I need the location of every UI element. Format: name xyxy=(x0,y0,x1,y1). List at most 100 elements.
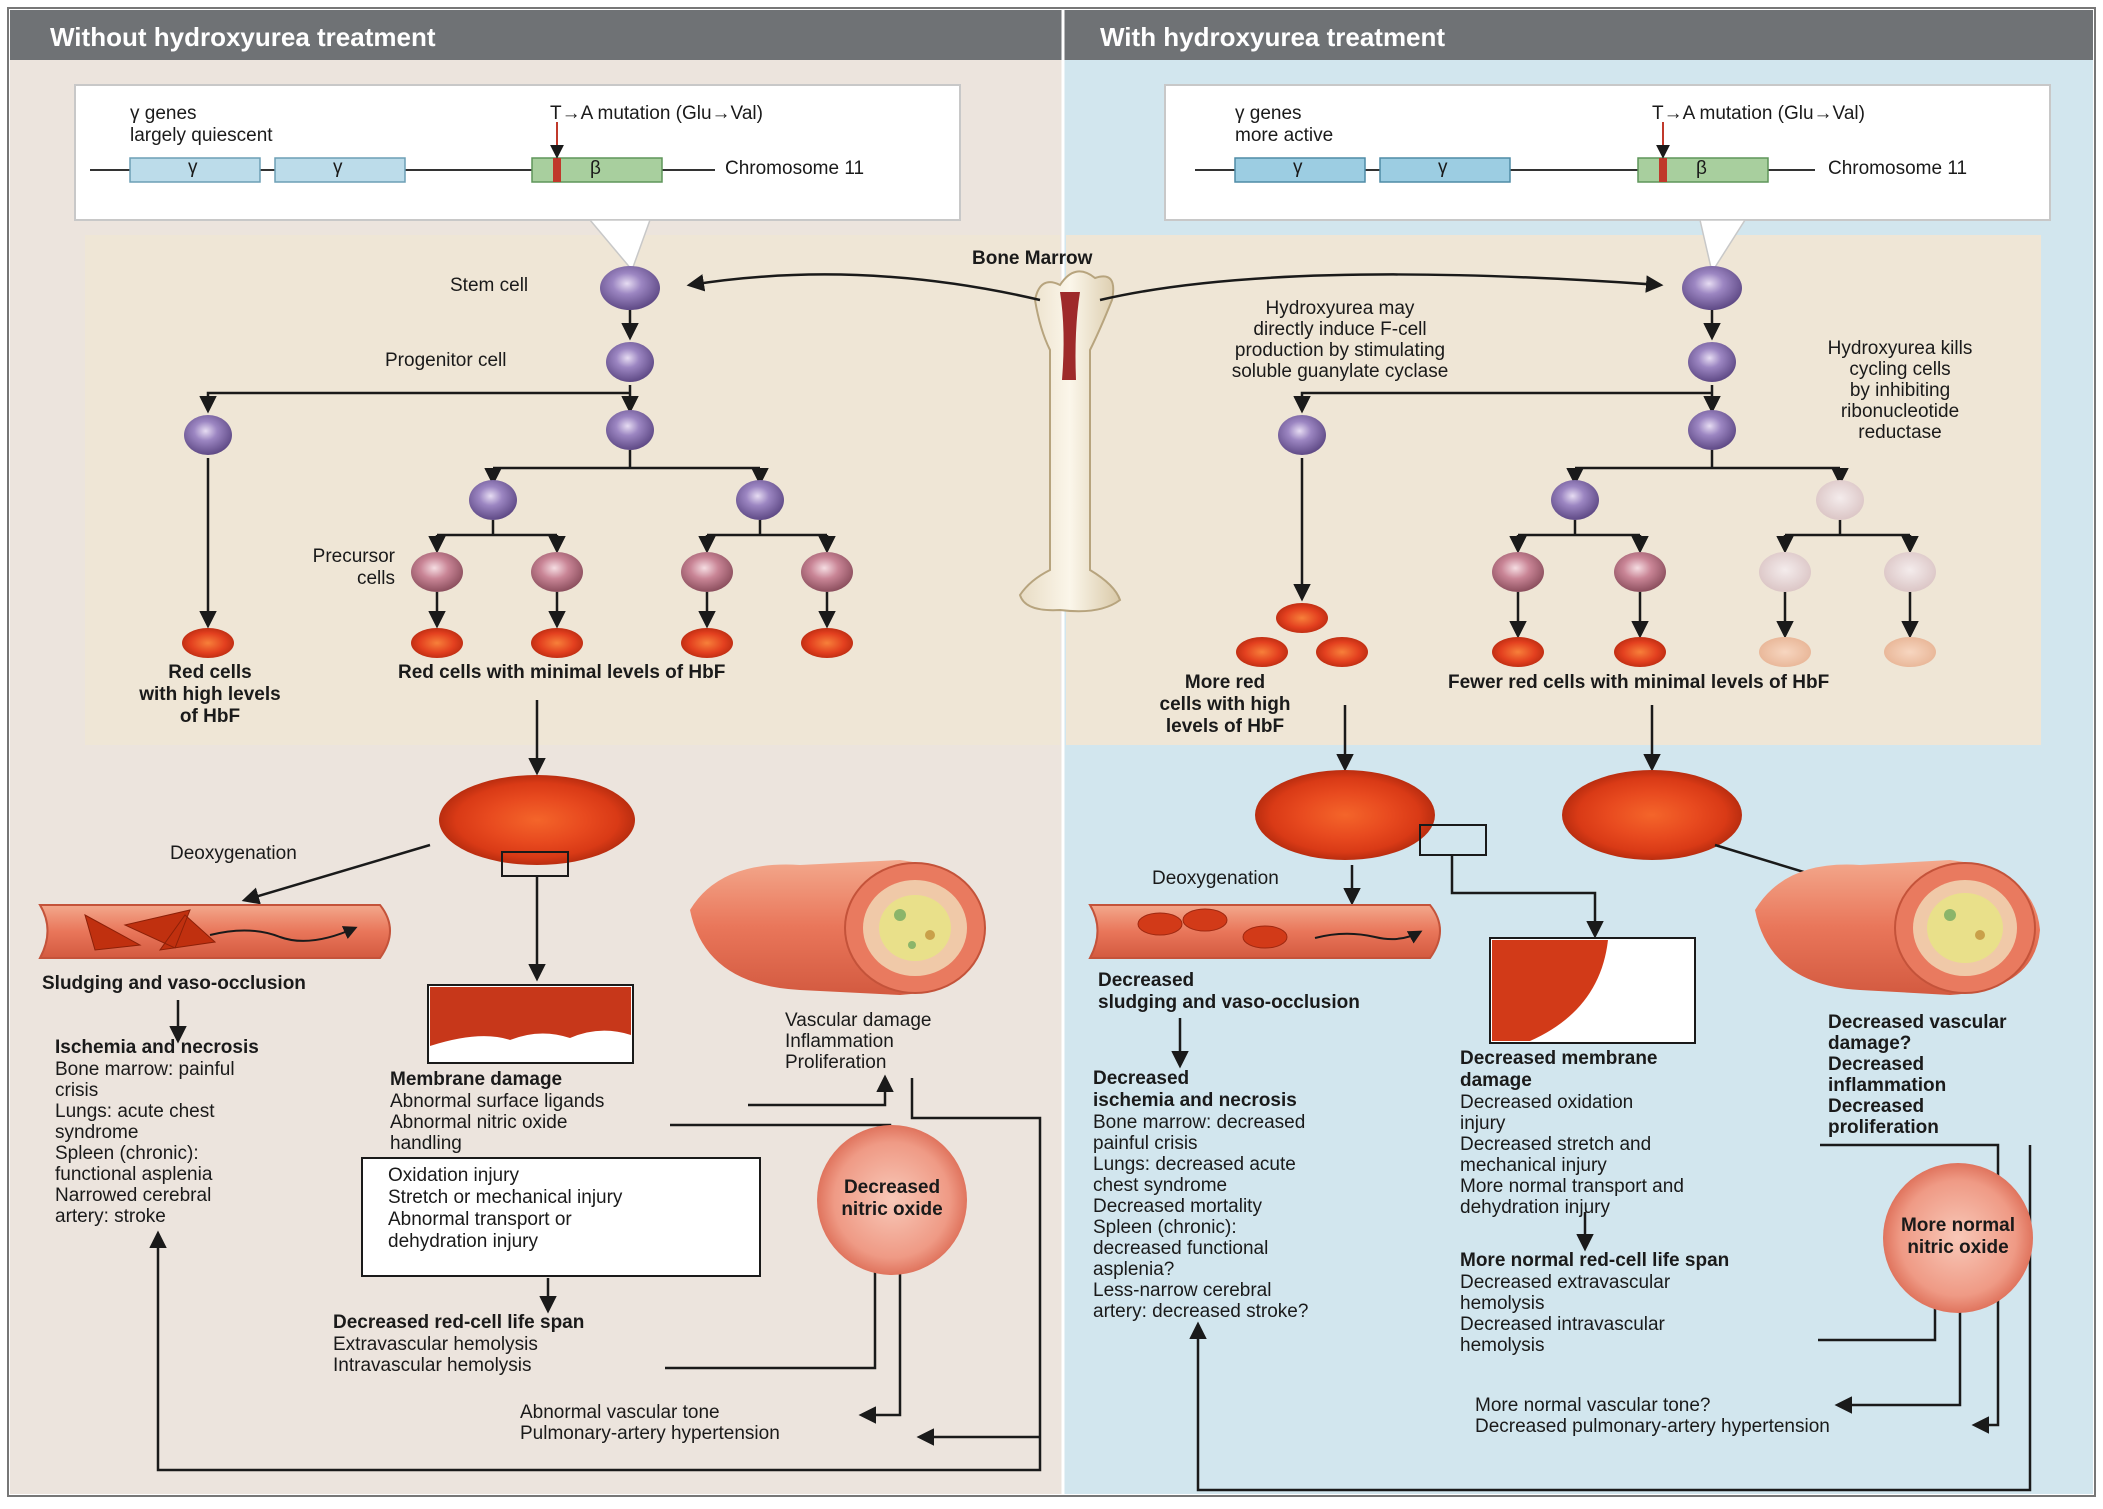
left-gamma-label-2: γ xyxy=(333,157,343,178)
right-vessel xyxy=(1088,904,1441,959)
right-genes-label: γ genes more active xyxy=(1235,103,1334,146)
left-mutation-mark xyxy=(553,158,561,182)
left-ischemia-items: Bone marrow: painful crisis Lungs: acute… xyxy=(55,1059,235,1227)
right-red-cell-high-hbf-1 xyxy=(1276,603,1328,633)
right-header: With hydroxyurea treatment xyxy=(1100,22,1446,52)
right-beta-label: β xyxy=(1696,158,1707,179)
right-gamma-label-1: γ xyxy=(1293,157,1303,178)
left-hierarchy-arrows xyxy=(199,273,1664,776)
right-big-red-cell-high-hbf xyxy=(1255,770,1435,860)
left-progenitor-label: Progenitor cell xyxy=(385,350,507,371)
right-membrane-label: Decreased membrane damage xyxy=(1460,1048,1658,1091)
right-kills-label: Hydroxyurea kills cycling cells by inhib… xyxy=(1827,338,1973,443)
right-red-cell-1 xyxy=(1492,637,1544,667)
right-tone-label: More normal vascular tone? Decreased pul… xyxy=(1475,1395,1830,1437)
left-zoom-square xyxy=(501,851,569,877)
right-red-cell-high-hbf-2 xyxy=(1236,637,1288,667)
right-header-bar xyxy=(1064,10,2093,60)
left-genes-label: γ genes largely quiescent xyxy=(130,103,273,146)
left-deoxygenation-label: Deoxygenation xyxy=(170,843,297,864)
right-ischemia-items: Bone marrow: decreased painful crisis Lu… xyxy=(1093,1112,1309,1322)
right-red-cell-2 xyxy=(1614,637,1666,667)
right-gene-box xyxy=(1164,84,2051,221)
right-life-span-label: More normal red-cell life span xyxy=(1460,1250,1730,1271)
right-membrane-items: Decreased oxidation injury Decreased str… xyxy=(1460,1092,1684,1218)
right-precursor-cell-2 xyxy=(1614,552,1666,592)
right-nitric-label: More normal nitric oxide xyxy=(1900,1215,2016,1258)
left-progenitor-cell xyxy=(606,342,654,382)
left-header: Without hydroxyurea treatment xyxy=(50,22,436,52)
right-more-red-label: More red cells with high levels of HbF xyxy=(1159,672,1291,737)
right-progenitor-cell xyxy=(1688,342,1736,382)
left-nitric-oxide-circle xyxy=(817,1125,967,1275)
left-sludging-label: Sludging and vaso-occlusion xyxy=(42,973,306,994)
left-life-items: Extravascular hemolysis Intravascular he… xyxy=(333,1334,538,1376)
left-precursor-cell-1 xyxy=(411,552,463,592)
left-injury-box xyxy=(361,1157,761,1277)
right-mutation-label: T→A mutation (Glu→Val) xyxy=(1652,103,1865,124)
left-progenitor-daughter xyxy=(606,410,654,450)
left-membrane-damage-image xyxy=(427,984,634,1064)
right-precursor-cell-faded-1 xyxy=(1759,552,1811,592)
right-chromosome-label: Chromosome 11 xyxy=(1828,158,1968,179)
left-f-progenitor xyxy=(184,415,232,455)
left-gamma-label-1: γ xyxy=(188,157,198,178)
left-precursor-cell-3 xyxy=(681,552,733,592)
right-red-cell-high-hbf-3 xyxy=(1316,637,1368,667)
right-precursor-cell-faded-2 xyxy=(1884,552,1936,592)
right-nitric-oxide-circle xyxy=(1883,1163,2033,1313)
right-gene-callout xyxy=(1699,219,1747,274)
right-gamma-label-2: γ xyxy=(1438,157,1448,178)
left-red-cell-high-hbf xyxy=(182,628,234,658)
left-precursor-cell-2 xyxy=(531,552,583,592)
right-induce-label: Hydroxyurea may directly induce F-cell p… xyxy=(1231,298,1449,382)
left-nitric-label: Decreased nitric oxide xyxy=(841,1177,943,1220)
right-gamma-gene-1 xyxy=(1234,157,1366,183)
right-hierarchy-arrows xyxy=(1293,310,1919,772)
bone-marrow-label: Bone Marrow xyxy=(972,248,1093,269)
left-precursor-cell-4 xyxy=(801,552,853,592)
right-red-cell-faded-2 xyxy=(1884,637,1936,667)
right-fewer-red-label: Fewer red cells with minimal levels of H… xyxy=(1448,672,1830,693)
right-marrow-panel xyxy=(1066,235,2041,745)
left-mutation-label: T→A mutation (Glu→Val) xyxy=(550,103,763,124)
left-header-bar xyxy=(10,10,1062,60)
right-f-progenitor xyxy=(1278,415,1326,455)
left-stem-cell-label: Stem cell xyxy=(450,275,529,296)
left-precursor-parent-2 xyxy=(736,480,784,520)
left-tone-label: Abnormal vascular tone Pulmonary-artery … xyxy=(520,1402,780,1444)
left-membrane-items: Abnormal surface ligands Abnormal nitric… xyxy=(390,1091,605,1154)
right-mutation-mark xyxy=(1659,158,1667,182)
left-red-minimal-label: Red cells with minimal levels of HbF xyxy=(398,662,726,683)
left-lower-arrows xyxy=(149,843,1042,1472)
right-life-items: Decreased extravascular hemolysis Decrea… xyxy=(1460,1272,1671,1356)
left-ischemia-label: Ischemia and necrosis xyxy=(55,1037,259,1058)
left-red-cell-3 xyxy=(681,628,733,658)
left-membrane-label: Membrane damage xyxy=(390,1069,563,1090)
left-gamma-gene-1 xyxy=(129,157,261,183)
left-marrow-panel xyxy=(85,235,1060,745)
frame xyxy=(7,7,2096,1497)
left-red-high-label: Red cells with high levels of HbF xyxy=(139,662,281,727)
left-life-span-label: Decreased red-cell life span xyxy=(333,1312,585,1333)
right-big-red-cell-minimal-hbf xyxy=(1562,770,1742,860)
left-vascular-label: Vascular damage Inflammation Proliferati… xyxy=(785,1010,932,1073)
left-gene-callout xyxy=(588,219,652,272)
right-red-cell-faded-1 xyxy=(1759,637,1811,667)
left-big-red-cell xyxy=(439,775,635,865)
right-precursor-cell-1 xyxy=(1492,552,1544,592)
right-progenitor-daughter xyxy=(1688,410,1736,450)
left-precursor-parent-1 xyxy=(469,480,517,520)
right-precursor-parent-1 xyxy=(1551,480,1599,520)
left-stem-cell xyxy=(600,266,660,310)
left-injury-items: Oxidation injury Stretch or mechanical i… xyxy=(388,1165,623,1252)
left-red-cell-1 xyxy=(411,628,463,658)
right-precursor-parent-killed xyxy=(1816,480,1864,520)
left-gene-box xyxy=(74,84,961,221)
bone-marrow-illustration xyxy=(1018,270,1122,613)
right-vessel-cross-section xyxy=(1755,860,2040,995)
left-occluded-vessel xyxy=(38,904,391,959)
left-red-cell-4 xyxy=(801,628,853,658)
right-membrane-image xyxy=(1489,937,1696,1044)
